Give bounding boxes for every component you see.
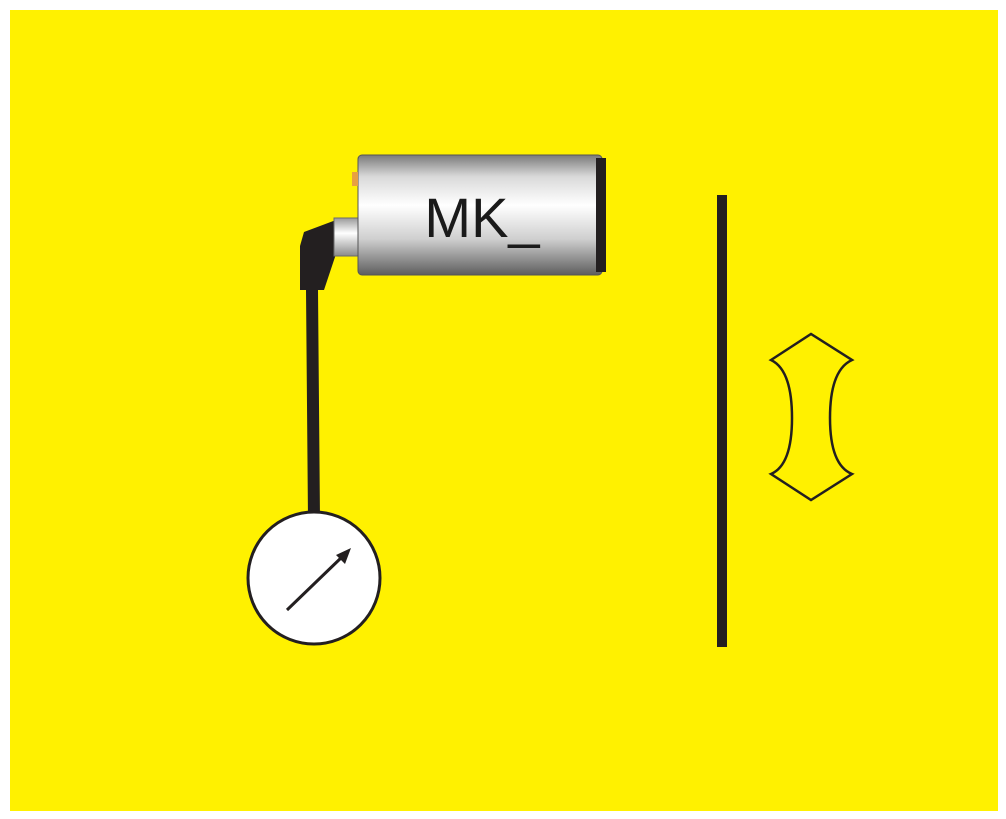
sensor-marker — [352, 172, 358, 186]
double-arrow-icon — [768, 332, 855, 502]
sensor-connector — [333, 217, 361, 257]
sensor-body: MK_ — [352, 154, 606, 276]
target-plate — [717, 195, 727, 647]
gauge-icon — [246, 510, 382, 646]
background — [10, 10, 998, 811]
sensor-label: MK_ — [424, 186, 540, 249]
cable-plug — [300, 220, 338, 290]
